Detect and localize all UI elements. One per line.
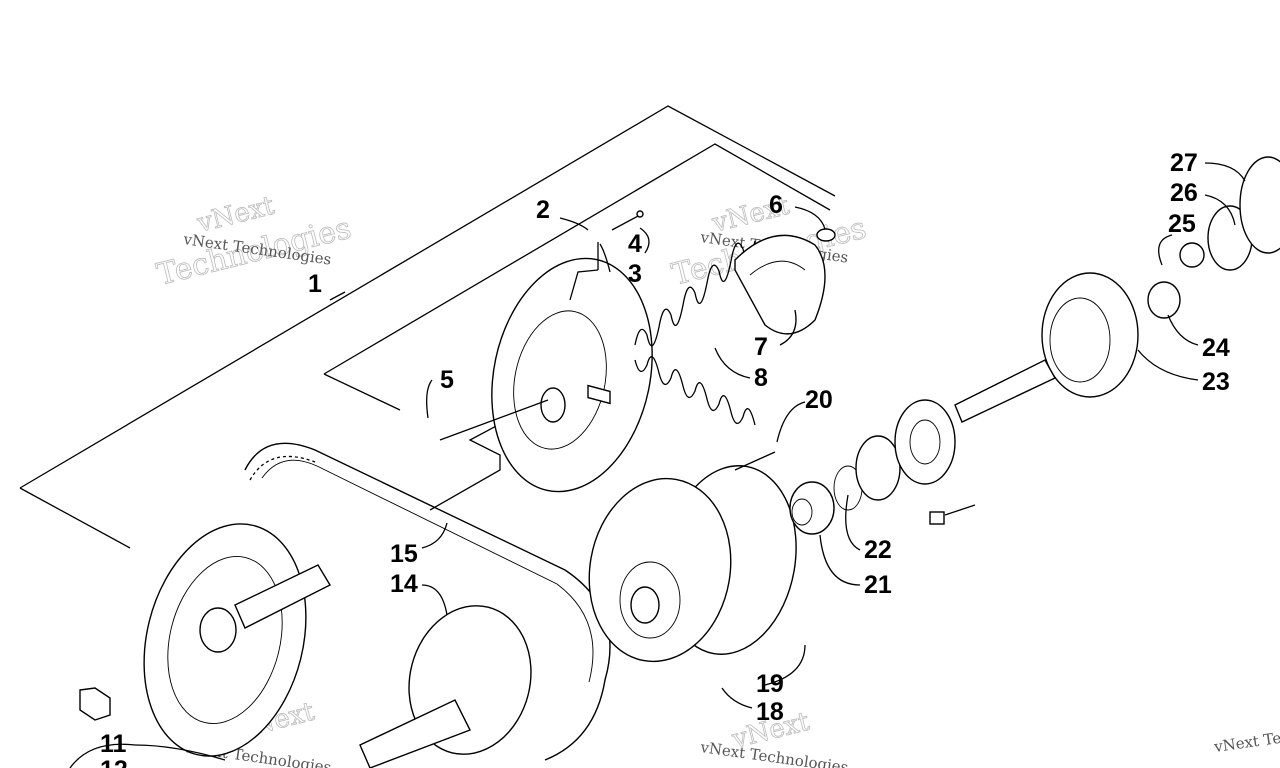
- part-23-drum: [1041, 272, 1139, 398]
- bracket-inner: [323, 143, 831, 375]
- leader-8: [714, 347, 751, 379]
- callout-1: 1: [308, 270, 322, 298]
- leader-15: [421, 522, 448, 549]
- sheave-hub: [540, 387, 566, 423]
- crankshaft: [234, 564, 331, 629]
- spider-detail: [749, 260, 806, 276]
- bearing-large: [894, 399, 956, 485]
- leader-22: [845, 494, 861, 551]
- driven-shaft: [359, 699, 471, 768]
- callout-8: 8: [754, 364, 768, 392]
- bracket-outer-leg: [19, 487, 131, 549]
- bearing-bore: [909, 419, 941, 465]
- callout-2: 2: [536, 196, 550, 224]
- callout-27: 27: [1170, 149, 1198, 177]
- callout-21: 21: [864, 571, 892, 599]
- leader-7: [779, 309, 797, 346]
- belt-teeth: [249, 455, 316, 481]
- nut-small: [929, 511, 945, 525]
- leader-4: [639, 227, 650, 254]
- leader-19: [764, 644, 806, 686]
- output-shaft: [954, 272, 1181, 423]
- callout-numbers: 1 2 3 4 5 6 7 8 11 12 14 15 18 19 20 21 …: [100, 149, 1230, 768]
- callout-11: 11: [100, 730, 127, 758]
- bearings-and-rings: [789, 399, 976, 535]
- clutch-spider: [734, 228, 836, 335]
- callout-5: 5: [440, 366, 454, 394]
- leader-14: [421, 584, 448, 616]
- leader-25: [1158, 234, 1173, 266]
- drum-inner: [1049, 297, 1111, 383]
- driven-hub: [630, 586, 660, 624]
- callout-22: 22: [864, 536, 892, 564]
- part-25-nut: [1179, 242, 1205, 268]
- watermark-left: vNext Technologies vNext Technologies: [153, 190, 355, 293]
- bearing-race: [855, 435, 901, 501]
- callout-14: 14: [390, 570, 418, 598]
- callout-7: 7: [754, 333, 768, 361]
- callout-25: 25: [1168, 210, 1196, 238]
- leader-11: [69, 743, 136, 768]
- bracket-inner-leg: [323, 373, 401, 411]
- leader-3: [599, 243, 611, 273]
- leader-6: [794, 206, 826, 230]
- drive-clutch-lower: [79, 523, 532, 768]
- clutch-spring: [634, 240, 756, 426]
- leader-12: [134, 744, 226, 761]
- leader-5: [426, 379, 433, 419]
- part-24-ring: [1147, 281, 1181, 319]
- leader-21: [819, 534, 861, 586]
- part-4-screw: [611, 214, 641, 231]
- callout-12: 12: [100, 756, 128, 768]
- leader-27: [1204, 162, 1246, 182]
- leader-26: [1204, 194, 1236, 226]
- sheave-outer-disc: [491, 257, 653, 493]
- leader-1: [329, 291, 346, 301]
- bracket-outer: [19, 105, 836, 489]
- callout-18: 18: [756, 698, 784, 726]
- small-parts-2-3-4: [569, 210, 644, 405]
- part-4-head: [636, 210, 644, 218]
- spring-coils: [634, 240, 756, 347]
- fixed-sheave-hub: [199, 607, 237, 653]
- driven-sheave: [588, 477, 732, 663]
- part-20-bolt: [734, 451, 776, 471]
- drive-clutch-sheave: [439, 257, 653, 493]
- parts-25-27: [1179, 156, 1280, 271]
- leader-2: [559, 217, 589, 231]
- part-21-bore: [791, 498, 813, 526]
- fixed-sheave-fins: [167, 556, 283, 724]
- callout-3: 3: [628, 260, 642, 288]
- callout-20: 20: [805, 386, 833, 414]
- driven-hub-ring: [619, 561, 681, 639]
- part-11-nut: [79, 687, 111, 721]
- leader-24: [1167, 314, 1199, 346]
- spring-coils-lower: [634, 356, 756, 426]
- callout-26: 26: [1170, 179, 1198, 207]
- shaft-pin-5: [439, 399, 549, 441]
- callout-6: 6: [769, 191, 783, 219]
- shaft-spline: [954, 359, 1056, 423]
- part-3-line: [569, 269, 599, 301]
- callout-4: 4: [628, 230, 642, 258]
- watermark-right: vNext Technologies vNext Technologies: [1212, 226, 1280, 756]
- watermark-caption: vNext Technologies: [1212, 717, 1280, 756]
- belt-inner: [261, 459, 594, 683]
- leader-18: [721, 687, 753, 709]
- part-2-block: [587, 384, 611, 405]
- spider-body: [734, 234, 826, 335]
- callout-24: 24: [1202, 334, 1230, 362]
- leader-lines: [69, 162, 1246, 768]
- callout-23: 23: [1202, 368, 1230, 396]
- leader-23: [1137, 349, 1199, 381]
- driven-clutch: [588, 451, 797, 663]
- part-6-clip: [816, 228, 836, 242]
- callout-15: 15: [390, 540, 418, 568]
- part-27-housing: [1239, 156, 1280, 254]
- leader-20: [776, 401, 806, 443]
- bolt-small: [944, 504, 976, 516]
- callout-19: 19: [756, 670, 784, 698]
